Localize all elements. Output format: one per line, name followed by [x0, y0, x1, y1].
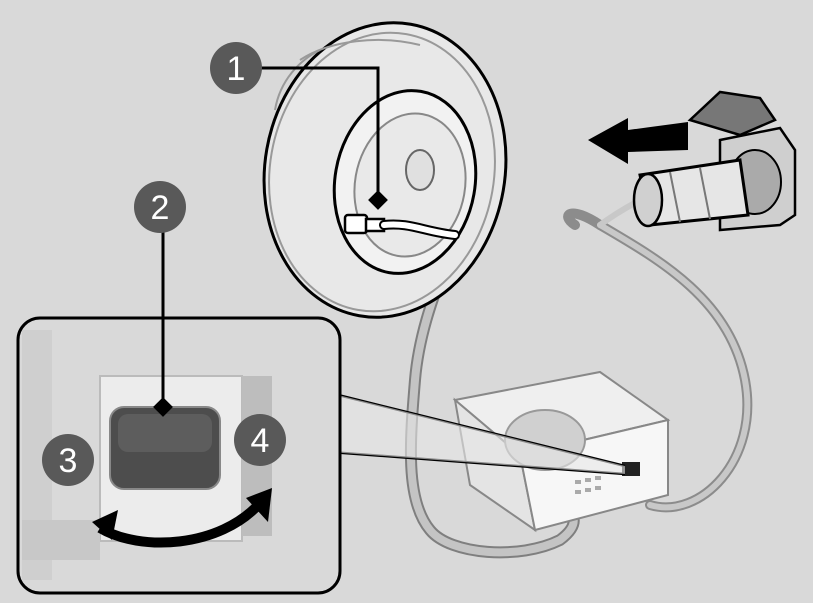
double-curved-arrow-icon — [92, 488, 272, 548]
callout-2-label: 2 — [151, 189, 170, 227]
callout-4-label: 4 — [251, 422, 270, 460]
air-hose — [406, 231, 578, 557]
power-plug-icon — [632, 158, 750, 228]
zoom-wedge — [330, 393, 625, 474]
leader-marker-2 — [153, 397, 173, 417]
callout-2: 2 — [134, 181, 186, 233]
callout-3-label: 3 — [59, 442, 78, 480]
valve-stem-icon — [343, 213, 460, 240]
callout-4: 4 — [234, 414, 286, 466]
callout-1: 1 — [210, 42, 262, 94]
power-cord — [597, 222, 751, 511]
callout-3: 3 — [42, 434, 94, 486]
leader-line-1 — [248, 66, 380, 200]
callout-1-label: 1 — [227, 50, 246, 88]
air-compressor-icon — [452, 370, 671, 533]
leader-marker-1 — [368, 190, 388, 210]
left-arrow-icon — [588, 118, 688, 164]
power-switch-icon — [109, 406, 221, 490]
